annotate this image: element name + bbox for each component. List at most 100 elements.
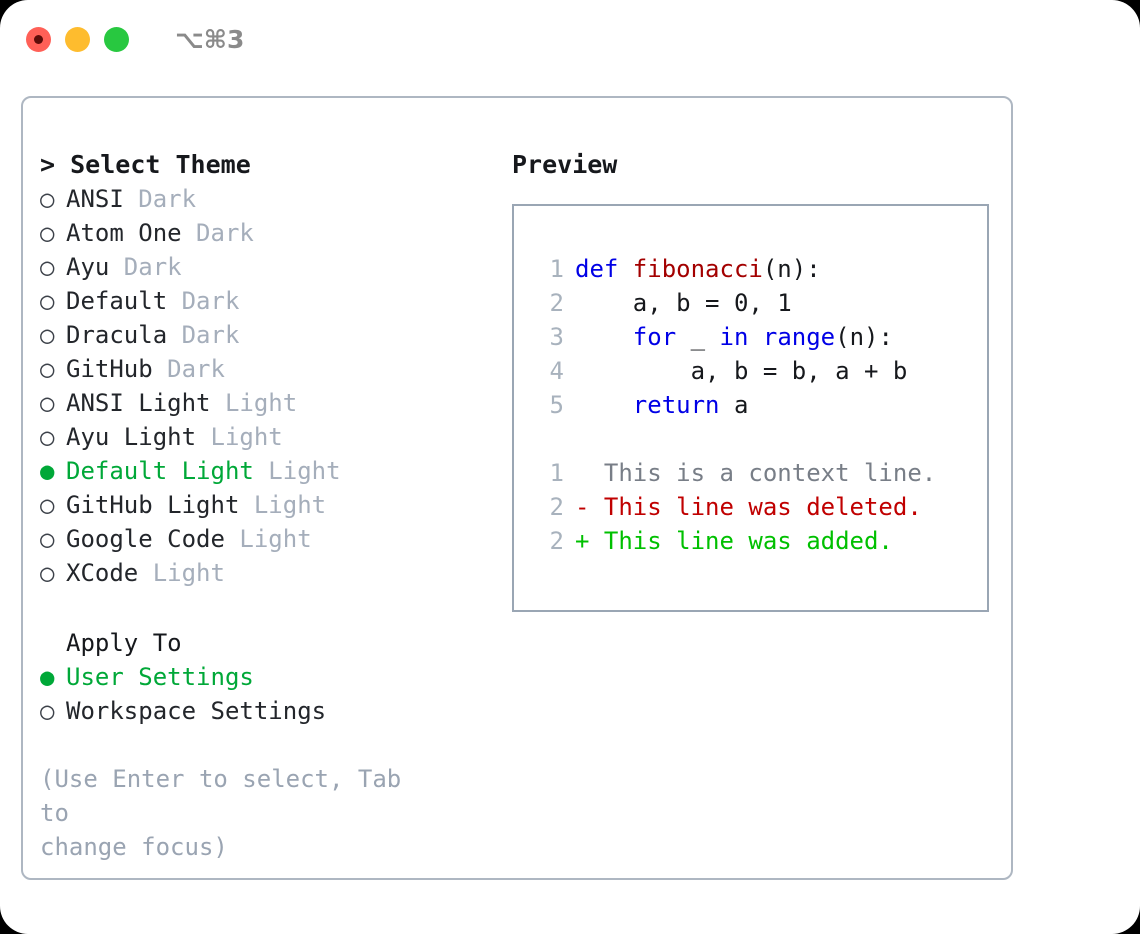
apply-to-option-workspace-settings[interactable]: ○ Workspace Settings: [40, 694, 485, 728]
recording-indicator-dot: [34, 34, 43, 44]
code-token-plain: [575, 320, 633, 354]
theme-option-variant: Light: [224, 389, 298, 417]
theme-option-label: ANSI: [66, 185, 139, 213]
radio-unselected-icon: ○: [40, 185, 55, 213]
code-line-number: 3: [549, 323, 564, 351]
apply-to-option-label: User Settings: [66, 663, 254, 691]
theme-option-label: GitHub Light: [66, 491, 254, 519]
code-line: 1 This is a context line.: [536, 456, 987, 490]
theme-option-ansi[interactable]: ○ ANSI Dark: [40, 182, 485, 216]
theme-option-google-code[interactable]: ○Google Code Light: [40, 522, 485, 556]
radio-unselected-icon: ○: [40, 253, 55, 281]
theme-option-label: GitHub: [66, 355, 168, 383]
radio-unselected-icon: ○: [40, 697, 55, 725]
main-panel: > Select Theme ○ANSI Dark○Atom One Dark○…: [21, 96, 1013, 880]
theme-option-dracula[interactable]: ○Dracula Dark: [40, 318, 485, 352]
apply-to-header: Apply To: [66, 629, 182, 657]
theme-option-github[interactable]: ○ GitHub Dark: [40, 352, 485, 386]
select-theme-header: > Select Theme: [40, 148, 485, 182]
preview-title: Preview: [512, 150, 618, 179]
code-line: 4 a, b = b, a + b: [536, 354, 987, 388]
code-token-plain: (n):: [835, 323, 893, 351]
code-token-del: - This line was deleted.: [575, 493, 922, 521]
code-token-kw: def: [575, 255, 633, 283]
code-line: 2 - This line was deleted.: [536, 490, 987, 524]
code-line-number: 4: [549, 357, 564, 385]
code-line-number: 2: [549, 493, 564, 521]
code-line: 2 + This line was added.: [536, 524, 987, 558]
theme-option-label: Dracula: [66, 321, 182, 349]
radio-unselected-icon: ○: [40, 423, 55, 451]
theme-option-label: Default: [66, 287, 182, 315]
theme-option-variant: Light: [268, 457, 341, 485]
theme-option-variant: Light: [253, 491, 327, 519]
close-window-button[interactable]: [26, 26, 51, 52]
theme-option-atom-one[interactable]: ○Atom One Dark: [40, 216, 485, 250]
theme-option-xcode[interactable]: ○ XCode Light: [40, 556, 485, 590]
code-line-number: 1: [549, 255, 564, 283]
theme-option-label: Google Code: [66, 525, 240, 553]
theme-option-variant: Light: [152, 559, 225, 587]
theme-option-label: Default Light: [66, 457, 269, 485]
code-token-plain: a: [719, 391, 749, 419]
code-token-plain: a, b = 0, 1: [575, 289, 792, 317]
prompt-caret-icon: >: [40, 150, 56, 179]
code-line: 5 return a: [536, 388, 987, 422]
theme-option-variant: Dark: [196, 219, 254, 247]
apply-to-option-user-settings[interactable]: ● User Settings: [40, 660, 485, 694]
code-token-add: + This line was added.: [575, 527, 893, 555]
code-token-plain: _: [676, 323, 720, 351]
code-token-fn: fibonacci: [632, 255, 763, 283]
maximize-window-button[interactable]: [104, 26, 129, 52]
theme-option-variant: Light: [210, 423, 283, 451]
theme-option-ayu-light[interactable]: ○ Ayu Light Light: [40, 420, 485, 454]
code-line-number: 2: [549, 289, 564, 317]
keyboard-shortcut-label: ⌥⌘3: [175, 24, 245, 54]
radio-selected-icon: ●: [40, 457, 55, 485]
theme-option-label: XCode: [66, 559, 153, 587]
theme-option-ansi-light[interactable]: ○ANSI Light Light: [40, 386, 485, 420]
radio-unselected-icon: ○: [40, 491, 55, 519]
theme-option-ayu[interactable]: ○ Ayu Dark: [40, 250, 485, 284]
apply-to-option-label: Workspace Settings: [66, 697, 327, 725]
radio-unselected-icon: ○: [40, 559, 55, 587]
code-line-number: 5: [549, 391, 564, 419]
code-token-kw: in: [719, 323, 749, 351]
code-token-ctx: This is a context line.: [575, 459, 937, 487]
theme-option-default[interactable]: ○Default Dark: [40, 284, 485, 318]
code-token-kw: return: [632, 391, 720, 419]
code-line-number: 2: [549, 527, 564, 555]
theme-option-github-light[interactable]: ○ GitHub Light Light: [40, 488, 485, 522]
theme-option-variant: Dark: [138, 185, 197, 213]
radio-unselected-icon: ○: [40, 355, 55, 383]
code-blank-line: [536, 422, 987, 456]
traffic-lights: [26, 26, 129, 52]
code-token-plain: [575, 388, 633, 422]
radio-unselected-icon: ○: [40, 321, 55, 349]
code-token-plain: a, b = b, a + b: [575, 357, 908, 385]
select-theme-header-label: Select Theme: [70, 150, 251, 179]
theme-option-label: Ayu Light: [66, 423, 211, 451]
code-token-kw: range: [762, 323, 836, 351]
minimize-window-button[interactable]: [65, 26, 90, 52]
apply-to-list: ● User Settings ○ Workspace Settings: [40, 660, 485, 728]
title-bar: ⌥⌘3: [0, 0, 1140, 78]
code-line: 2 a, b = 0, 1: [536, 286, 987, 320]
code-token-plain: [748, 320, 762, 354]
theme-option-variant: Dark: [167, 355, 225, 383]
code-line: 3 for _ in range(n):: [536, 320, 987, 354]
theme-option-variant: Dark: [123, 253, 182, 281]
theme-list: ○ANSI Dark○Atom One Dark○Ayu Dark○Defaul…: [40, 182, 485, 590]
radio-selected-icon: ●: [40, 663, 55, 691]
radio-unselected-icon: ○: [40, 525, 55, 553]
keyboard-hint-text: (Use Enter to select, Tab to change focu…: [40, 765, 402, 861]
theme-option-label: Ayu: [66, 253, 124, 281]
theme-option-label: ANSI Light: [66, 389, 225, 417]
code-line-number: 1: [549, 459, 564, 487]
theme-option-default-light[interactable]: ● Default Light Light: [40, 454, 485, 488]
